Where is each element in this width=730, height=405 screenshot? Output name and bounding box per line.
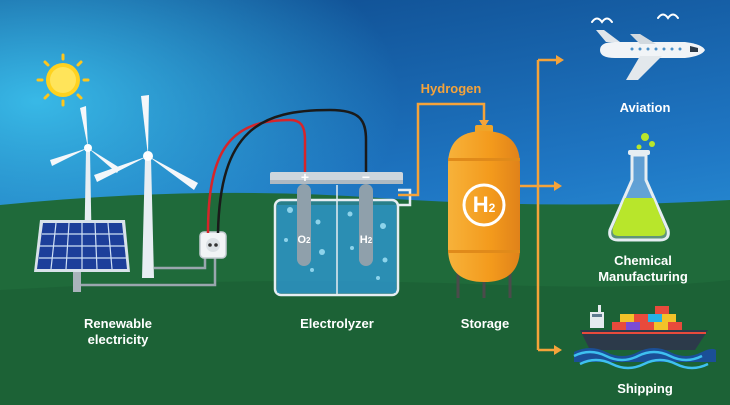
distribution-lines — [520, 58, 558, 352]
pipe-arrow — [479, 120, 489, 128]
label-chemical-manufacturing: Chemical Manufacturing — [578, 253, 708, 285]
red-cable — [206, 118, 307, 234]
label-shipping: Shipping — [617, 381, 673, 396]
label-chemical-line2: Manufacturing — [598, 269, 688, 284]
electrode-o-sub: 2 — [306, 236, 311, 245]
tank-h2-symbol: H2 — [462, 193, 506, 220]
label-hydrogen: Hydrogen — [420, 81, 482, 96]
solar-panel-icon — [34, 220, 130, 292]
electrode-o-letter: O — [297, 234, 307, 246]
power-line — [81, 258, 217, 287]
plus-terminal: + — [300, 169, 310, 185]
hydrogen-pipe — [398, 102, 486, 197]
electrode-h-letter: H — [359, 234, 368, 246]
electrode-h-sub: 2 — [367, 236, 373, 245]
black-cable — [216, 108, 368, 234]
wind-turbine-icon — [94, 95, 198, 278]
electrode-o2-label: O2 — [294, 232, 314, 249]
bird-icon — [591, 13, 679, 24]
tank-h-letter: H — [472, 192, 489, 217]
label-renewable-line1: Renewable — [84, 316, 152, 331]
hydrogen-storage-tank-icon — [448, 125, 520, 298]
electrode-h2-label: H2 — [356, 232, 376, 249]
label-renewable-line2: electricity — [87, 332, 149, 347]
electrolyzer-tank-icon — [270, 172, 412, 297]
power-socket-icon — [199, 231, 227, 259]
sun-icon — [36, 53, 90, 107]
airplane-icon — [596, 30, 705, 80]
label-electrolyzer: Electrolyzer — [300, 316, 374, 331]
minus-terminal: − — [361, 169, 371, 185]
label-chemical-line1: Chemical — [614, 253, 672, 268]
label-storage: Storage — [460, 316, 510, 331]
cargo-ship-icon — [573, 305, 716, 370]
tank-h-sub: 2 — [488, 201, 496, 215]
label-aviation: Aviation — [619, 100, 671, 115]
chemical-flask-icon — [608, 133, 670, 242]
label-renewable-electricity: Renewable electricity — [56, 316, 180, 348]
ground-shade — [0, 280, 730, 405]
